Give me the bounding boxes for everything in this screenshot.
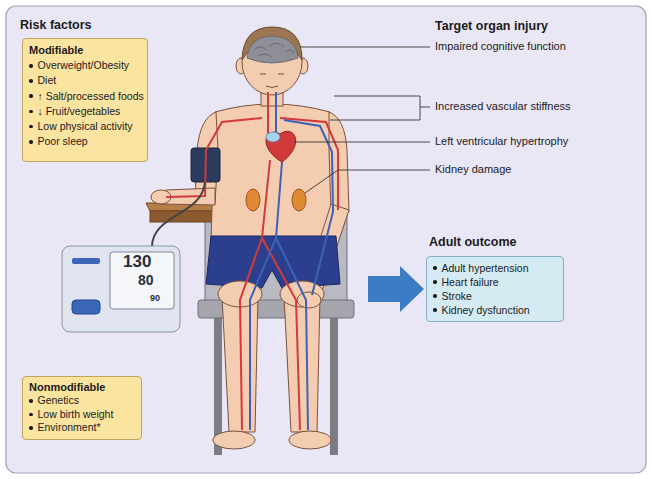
- box-heading: Modifiable: [29, 43, 141, 58]
- list-item: Low physical activity: [38, 119, 133, 134]
- list-row: Overweight/Obesity: [29, 58, 141, 73]
- bullet-dot: [29, 413, 33, 417]
- bullet-dot: [433, 280, 437, 284]
- list-row: Adult hypertension: [433, 261, 557, 275]
- leader-line: [294, 142, 430, 143]
- list-item: Environment*: [38, 421, 101, 434]
- chair-seat: [198, 300, 354, 318]
- child-face: [260, 74, 284, 88]
- section-heading: Target organ injury: [435, 19, 548, 33]
- list-row: Stroke: [433, 289, 557, 303]
- list-item: Kidney dysfunction: [442, 303, 530, 317]
- heart: [266, 131, 296, 162]
- organ-label: Increased vascular stiffness: [435, 100, 571, 112]
- display-reading: 130: [123, 252, 151, 272]
- bullet-dot: [29, 64, 33, 68]
- bullet-dot: [29, 79, 33, 83]
- organ-label: Left ventricular hypertrophy: [435, 135, 568, 147]
- monitor-screen: [110, 252, 174, 309]
- bullet-dot: [29, 140, 33, 144]
- bullet-dot: [29, 125, 33, 129]
- list-item: Stroke: [442, 289, 472, 303]
- list-item: Adult hypertension: [442, 261, 529, 275]
- bullet-dot: [29, 110, 33, 114]
- child-leg: [284, 296, 320, 432]
- child-torso: [211, 104, 336, 240]
- leader-line: [300, 47, 430, 48]
- display-reading: 80: [138, 272, 154, 288]
- list-row: Diet: [29, 73, 141, 88]
- kidney: [292, 189, 306, 211]
- figure-frame: [6, 6, 646, 473]
- bullet-dot: [29, 426, 33, 430]
- list-row: Low birth weight: [29, 408, 135, 421]
- box-heading: Nonmodifiable: [29, 381, 135, 394]
- list-row: ↓ Fruit/vegetables: [29, 104, 141, 119]
- brain-region: [247, 36, 298, 63]
- leader-line: [305, 170, 430, 193]
- list-row: Kidney dysfunction: [433, 303, 557, 317]
- cuff-tube: [152, 182, 205, 247]
- vein-lines: [250, 92, 333, 430]
- organ-label: Kidney damage: [435, 163, 511, 175]
- list-item: Heart failure: [442, 275, 499, 289]
- list-item: Genetics: [38, 394, 79, 407]
- risk-factor-box: NonmodifiableGeneticsLow birth weightEnv…: [22, 376, 142, 440]
- list-item: ↑ Salt/processed foods: [38, 89, 144, 104]
- display-reading: 90: [150, 293, 160, 303]
- list-item: Low birth weight: [38, 408, 114, 421]
- monitor-body: [62, 246, 180, 332]
- child-foot: [289, 431, 331, 449]
- bracket-leader: [330, 96, 430, 120]
- list-item: Poor sleep: [38, 134, 88, 149]
- list-item: Diet: [38, 73, 57, 88]
- child-hand: [297, 292, 321, 308]
- bullet-dot: [433, 294, 437, 298]
- child-foot: [213, 431, 255, 449]
- outcome-box: Adult outcomeAdult hypertensionHeart fai…: [426, 256, 564, 322]
- chair-leg: [330, 318, 338, 455]
- box-heading: Adult outcome: [429, 235, 517, 249]
- risk-factor-box: ModifiableOverweight/ObesityDiet↑ Salt/p…: [22, 38, 148, 162]
- organ-label: Impaired cognitive function: [435, 40, 566, 52]
- bullet-dot: [29, 94, 33, 98]
- list-row: Poor sleep: [29, 134, 141, 149]
- monitor-button: [72, 300, 100, 314]
- bullet-dot: [433, 266, 437, 270]
- list-row: Heart failure: [433, 275, 557, 289]
- list-row: Environment*: [29, 421, 135, 434]
- outcome-arrow: [368, 266, 424, 312]
- brain-folds: [254, 43, 294, 57]
- section-heading: Risk factors: [20, 18, 92, 32]
- monitor-stripe: [72, 258, 100, 264]
- list-item: Overweight/Obesity: [38, 58, 130, 73]
- bullet-dot: [29, 399, 33, 403]
- list-row: ↑ Salt/processed foods: [29, 89, 141, 104]
- kidney: [246, 189, 260, 211]
- bullet-dot: [433, 308, 437, 312]
- list-row: Genetics: [29, 394, 135, 407]
- heart-atrium: [266, 132, 280, 142]
- list-row: Low physical activity: [29, 119, 141, 134]
- list-item: ↓ Fruit/vegetables: [38, 104, 121, 119]
- artery-lines: [166, 92, 338, 430]
